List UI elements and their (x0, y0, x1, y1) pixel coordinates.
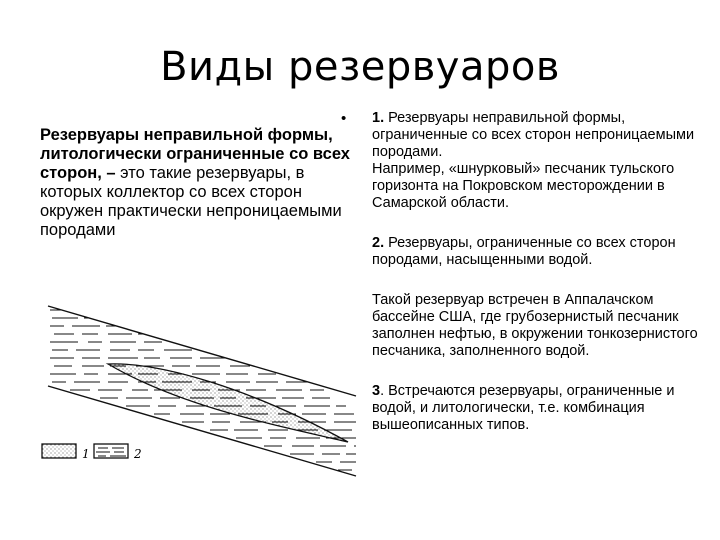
bullet-marker: • (341, 110, 347, 127)
slide-title: Виды резервуаров (160, 44, 560, 90)
legend-label-2: 2 (133, 447, 142, 461)
item-2-text: Резервуары, ограниченные со всех сторон … (372, 235, 676, 268)
left-description-normal: это такие резервуары, в которых коллекто… (40, 164, 342, 239)
item-1-example: Например, «шнурковый» песчаник тульского… (372, 161, 675, 211)
item-2-number: 2. (372, 235, 385, 251)
reservoir-cross-section-figure: 1 2 (41, 305, 357, 477)
item-3-number: 3 (372, 383, 381, 399)
item-1-text: Резервуары неправильной формы, ограничен… (372, 110, 695, 160)
reservoir-types-list: 1. Резервуары неправильной формы, ограни… (372, 110, 712, 434)
left-description: Резервуары неправильной формы, литологич… (40, 126, 358, 240)
strata-bottom-line (47, 385, 357, 477)
figure-legend: 1 2 (41, 443, 142, 461)
left-description-bold: Резервуары неправильной формы, литологич… (40, 126, 350, 182)
item-3-text: . Встречаются резервуары, ограниченные и… (372, 383, 675, 433)
legend-label-1: 1 (82, 447, 90, 461)
item-2: 2. Резервуары, ограниченные со всех стор… (372, 235, 712, 269)
legend-swatch-1 (41, 443, 77, 459)
item-2-example: Такой резервуар встречен в Аппалачском б… (372, 292, 698, 359)
strata-top-line (47, 305, 357, 397)
item-1: 1. Резервуары неправильной формы, ограни… (372, 110, 712, 161)
item-1-number: 1. (372, 110, 385, 126)
item-3: 3. Встречаются резервуары, ограниченные … (372, 383, 712, 434)
sand-lens (105, 363, 349, 443)
